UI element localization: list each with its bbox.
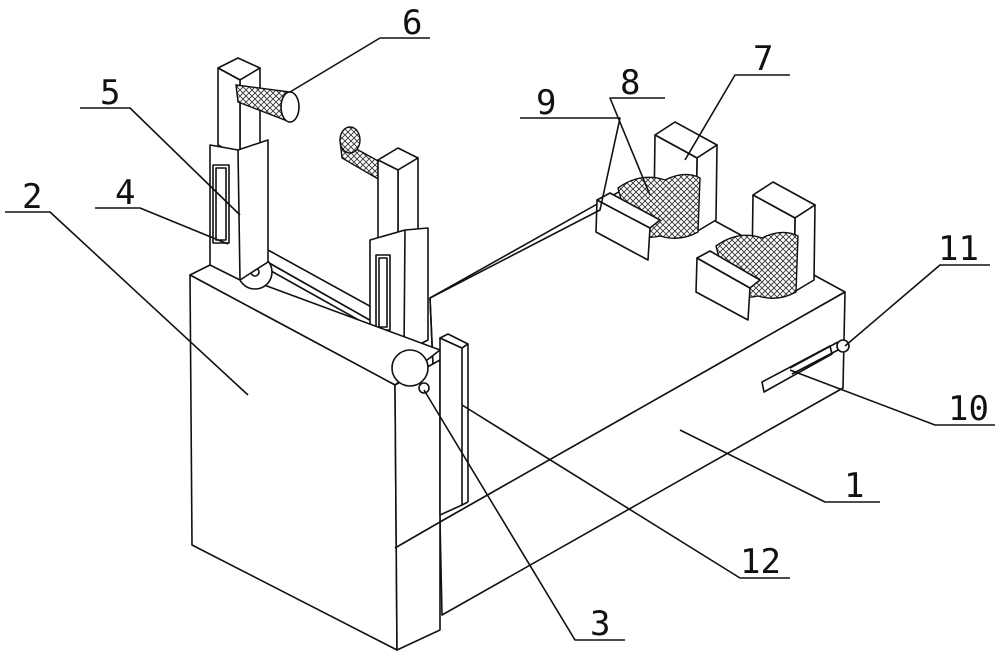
roller-right — [391, 349, 429, 387]
pin — [418, 382, 430, 394]
clamp-set-back — [595, 121, 718, 261]
adjust-knob — [836, 339, 850, 353]
label-10: 10 — [948, 389, 989, 429]
pole-right — [369, 147, 429, 353]
label-3: 3 — [590, 604, 610, 644]
clamp-set-front — [695, 181, 816, 321]
label-12: 12 — [740, 542, 781, 582]
label-5: 5 — [100, 73, 120, 113]
handle-rear-end — [339, 126, 361, 154]
label-8: 8 — [620, 63, 640, 103]
label-7: 7 — [753, 39, 773, 79]
leader-lines — [5, 37, 995, 641]
label-6: 6 — [402, 3, 422, 43]
label-9: 9 — [536, 83, 556, 123]
side-plate — [439, 333, 469, 516]
pole-left — [209, 57, 269, 281]
label-1: 1 — [844, 466, 864, 506]
side-slot — [761, 339, 850, 393]
handle-front-end — [280, 91, 300, 123]
box-body — [189, 264, 441, 651]
label-4: 4 — [115, 173, 135, 213]
label-11: 11 — [938, 229, 979, 269]
label-2: 2 — [22, 177, 42, 217]
